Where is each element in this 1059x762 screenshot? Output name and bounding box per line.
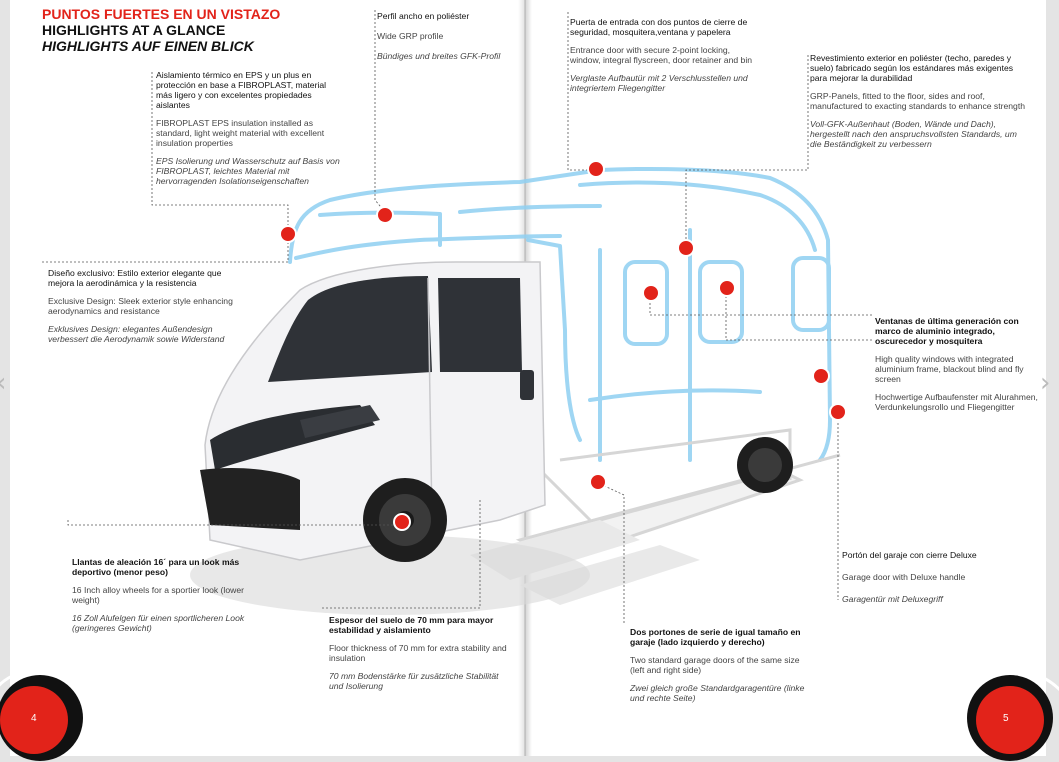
feature-wheels: Llantas de aleación 16´ para un look más… <box>72 557 245 633</box>
hotspot-dot-icon <box>393 513 411 531</box>
title-es: PUNTOS FUERTES EN UN VISTAZO <box>42 6 281 22</box>
hotspot-dot-icon <box>812 367 830 385</box>
title-de: HIGHLIGHTS AUF EINEN BLICK <box>42 38 254 54</box>
hotspot-dot-icon <box>829 403 847 421</box>
feature-grp-profile: Perfil ancho en poliéster Wide GRP profi… <box>377 11 501 61</box>
feature-floor: Espesor del suelo de 70 mm para mayor es… <box>329 615 507 691</box>
feature-garage-door: Portón del garaje con cierre Deluxe Gara… <box>842 550 977 604</box>
feature-windows: Ventanas de última generación con marco … <box>875 316 1038 412</box>
hotspot-dot-icon <box>642 284 660 302</box>
page-number-left: 4 <box>31 713 37 724</box>
hotspots <box>279 160 847 531</box>
feature-cladding: Revestimiento exterior en poliéster (tec… <box>810 53 1025 149</box>
van-cab <box>190 261 793 615</box>
feature-insulation: Aislamiento térmico en EPS y un plus en … <box>156 70 340 186</box>
title-en: HIGHLIGHTS AT A GLANCE <box>42 22 226 38</box>
hotspot-dot-icon <box>279 225 297 243</box>
hotspot-dot-icon <box>589 473 607 491</box>
hotspot-dot-icon <box>718 279 736 297</box>
page-number-right: 5 <box>1003 713 1009 724</box>
hotspot-dot-icon <box>376 206 394 224</box>
feature-door: Puerta de entrada con dos puntos de cier… <box>570 17 753 93</box>
feature-garage-doors: Dos portones de serie de igual tamaño en… <box>630 627 805 703</box>
right-page <box>526 0 1046 756</box>
page-badges <box>0 669 1059 761</box>
hotspot-dot-icon <box>587 160 605 178</box>
hotspot-dot-icon <box>677 239 695 257</box>
chevron-right-icon[interactable]: › <box>1040 368 1051 398</box>
feature-design: Diseño exclusivo: Estilo exterior elegan… <box>48 268 233 344</box>
chevron-left-icon[interactable]: ‹ <box>0 368 6 398</box>
page-title: PUNTOS FUERTES EN UN VISTAZO HIGHLIGHTS … <box>42 6 280 54</box>
